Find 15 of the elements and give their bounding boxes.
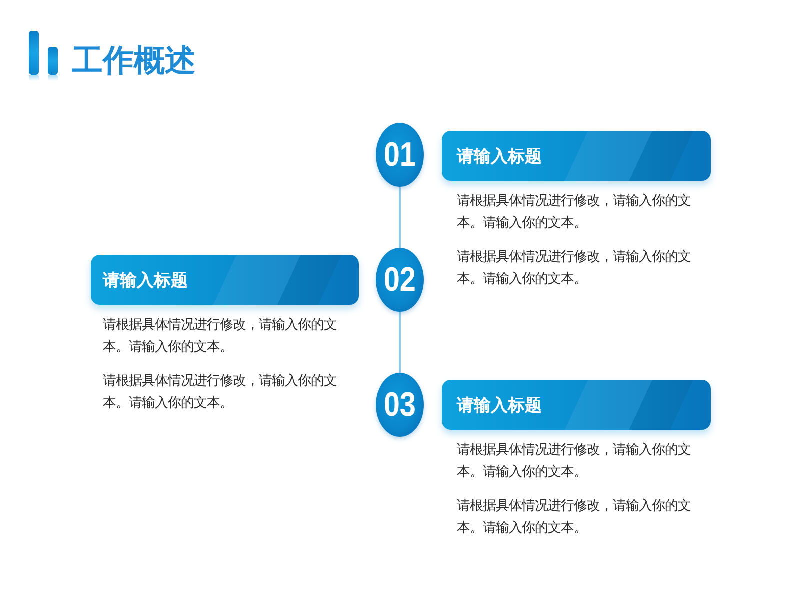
body-text: 请根据具体情况进行修改，请输入你的文本。请输入你的文本。 xyxy=(103,372,338,412)
body-text: 请根据具体情况进行修改，请输入你的文本。请输入你的文本。 xyxy=(457,248,692,288)
title-bar: 请输入标题 xyxy=(442,131,711,181)
body-text: 请根据具体情况进行修改，请输入你的文本。请输入你的文本。 xyxy=(457,441,692,481)
connector-line xyxy=(399,187,401,248)
title-bar: 请输入标题 xyxy=(442,380,711,430)
number-circle: 01 xyxy=(376,123,424,187)
number-circle: 02 xyxy=(376,248,424,312)
connector-line xyxy=(399,312,401,373)
body-text: 请根据具体情况进行修改，请输入你的文本。请输入你的文本。 xyxy=(103,316,338,356)
title-bar: 请输入标题 xyxy=(91,255,359,305)
body-text: 请根据具体情况进行修改，请输入你的文本。请输入你的文本。 xyxy=(457,192,692,232)
page-title: 工作概述 xyxy=(72,42,196,80)
body-text: 请根据具体情况进行修改，请输入你的文本。请输入你的文本。 xyxy=(457,497,692,537)
number-circle: 03 xyxy=(376,373,424,437)
